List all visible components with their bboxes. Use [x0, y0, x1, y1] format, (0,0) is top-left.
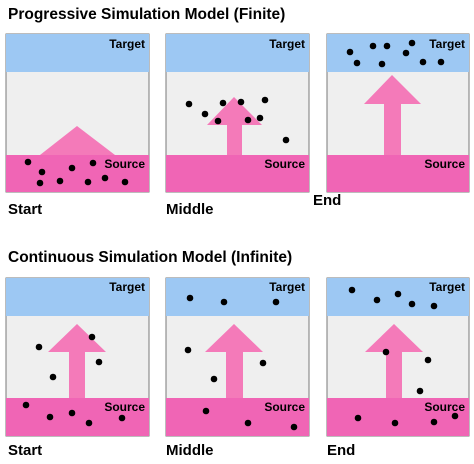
particles — [185, 96, 290, 144]
target-label: Target — [109, 37, 145, 51]
stage-label-start: Start — [8, 442, 43, 459]
target-label: Target — [109, 280, 145, 294]
source-label: Source — [104, 400, 145, 414]
stage-label-start: Start — [8, 201, 43, 218]
panel-progressive-end: Target Source — [326, 33, 470, 193]
target-region — [6, 34, 149, 72]
particles — [22, 333, 126, 427]
panel-continuous-middle: Target Source — [165, 277, 310, 437]
source-label: Source — [264, 157, 305, 171]
target-label: Target — [429, 37, 465, 51]
source-region — [166, 155, 309, 192]
source-region — [166, 398, 309, 436]
source-label: Source — [424, 157, 465, 171]
source-label: Source — [264, 400, 305, 414]
target-label: Target — [429, 280, 465, 294]
arrow — [205, 324, 263, 398]
particles — [184, 294, 298, 431]
arrow — [365, 324, 423, 398]
particles — [24, 158, 129, 187]
stage-label-middle: Middle — [166, 201, 214, 218]
target-label: Target — [269, 280, 305, 294]
particles — [348, 286, 459, 427]
panel-continuous-end: Target Source — [326, 277, 470, 437]
source-region — [6, 398, 149, 436]
source-region — [327, 155, 469, 192]
section-title-progressive: Progressive Simulation Model (Finite) — [8, 6, 286, 23]
panel-progressive-start: Target Source — [5, 33, 150, 193]
stage-label-end: End — [327, 442, 356, 459]
target-region — [166, 34, 309, 72]
stage-label-end: End — [313, 192, 342, 209]
arrow-head — [40, 126, 115, 155]
source-label: Source — [424, 400, 465, 414]
source-region — [327, 398, 469, 436]
arrow — [364, 75, 421, 155]
particles — [346, 39, 445, 68]
section-title-continuous: Continuous Simulation Model (Infinite) — [8, 249, 293, 266]
arrow — [48, 324, 106, 398]
panel-continuous-start: Target Source — [5, 277, 150, 437]
source-label: Source — [104, 157, 145, 171]
target-region — [6, 278, 149, 316]
stage-label-middle: Middle — [166, 442, 214, 459]
arrow — [207, 97, 262, 155]
panel-progressive-middle: Target Source — [165, 33, 310, 193]
target-label: Target — [269, 37, 305, 51]
